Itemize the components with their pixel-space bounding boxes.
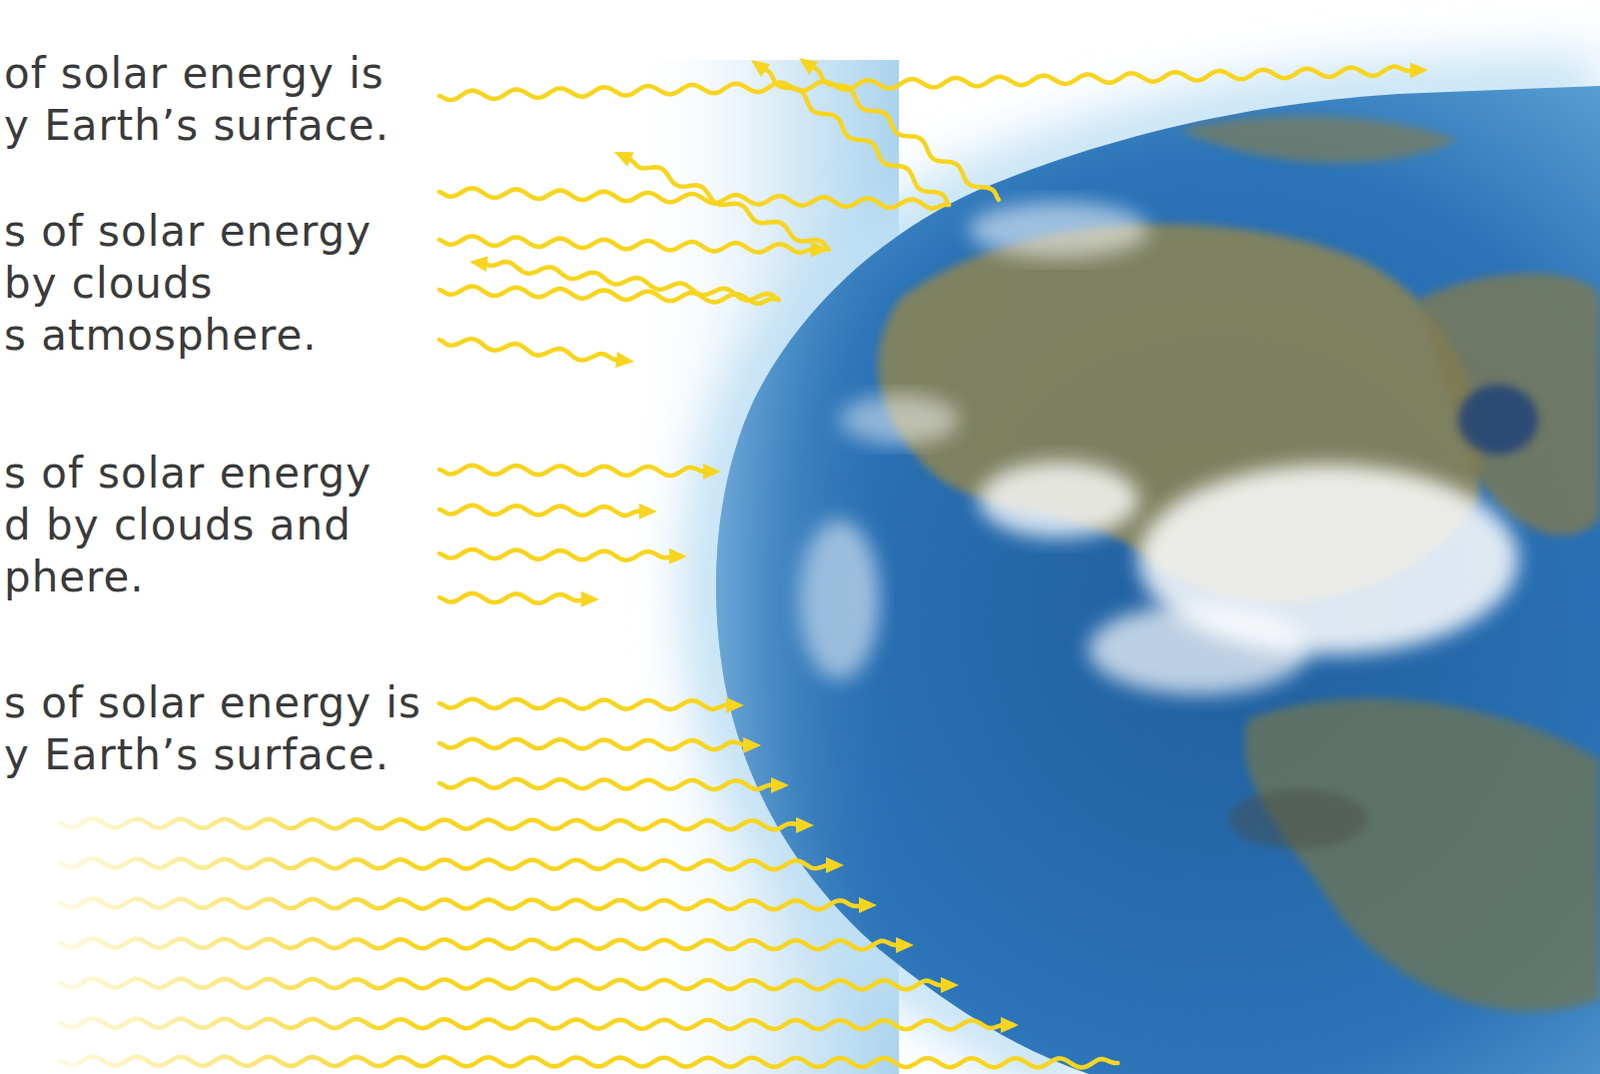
caption-text: s of solar energy by clouds s atmosphere… (3, 205, 372, 362)
caption-text: s of solar energy is y Earth’s surface. (3, 677, 422, 782)
solar-ray (439, 187, 949, 208)
solar-ray (59, 1056, 1118, 1068)
solar-ray (59, 978, 944, 990)
ray-arrowhead (1000, 1016, 1019, 1033)
earth-globe (599, 59, 1600, 1074)
solar-ray (59, 898, 863, 910)
ray-arrowhead (639, 503, 658, 520)
ray-arrowhead (771, 777, 790, 794)
caption-text: s of solar energy d by clouds and phere. (3, 447, 372, 604)
solar-ray (59, 858, 830, 870)
ray-arrowhead (799, 57, 818, 75)
ray-arrowhead (940, 976, 959, 993)
solar-ray (484, 261, 780, 301)
ray-arrowhead (615, 351, 635, 368)
ray-arrowhead (858, 896, 877, 913)
ray-arrowhead (1410, 62, 1429, 79)
solar-ray (439, 593, 584, 604)
solar-ray (59, 938, 899, 950)
ray-arrowhead (581, 591, 600, 608)
solar-ray (439, 549, 674, 561)
ray-arrowhead (743, 737, 762, 754)
solar-ray (439, 65, 1414, 100)
caption-text: of solar energy is y Earth’s surface. (3, 47, 390, 152)
ray-arrowhead (703, 463, 722, 480)
solar-ray (810, 65, 999, 200)
ray-arrowhead (614, 151, 635, 167)
solar-ray (627, 157, 829, 250)
ray-arrowhead (669, 548, 688, 565)
solar-ray (59, 818, 800, 830)
ray-arrowhead (825, 856, 844, 873)
solar-ray (439, 779, 776, 791)
solar-ray (439, 465, 707, 476)
ray-arrowhead (726, 697, 745, 714)
ray-arrowhead (751, 59, 771, 77)
ray-arrowhead (469, 255, 489, 272)
solar-ray (439, 699, 731, 710)
solar-ray (439, 338, 619, 360)
solar-ray (439, 235, 814, 253)
ray-arrowhead (796, 816, 814, 833)
solar-ray (439, 505, 644, 516)
ray-arrowhead (895, 936, 914, 953)
solar-ray (439, 739, 746, 751)
solar-ray (59, 1018, 1004, 1030)
